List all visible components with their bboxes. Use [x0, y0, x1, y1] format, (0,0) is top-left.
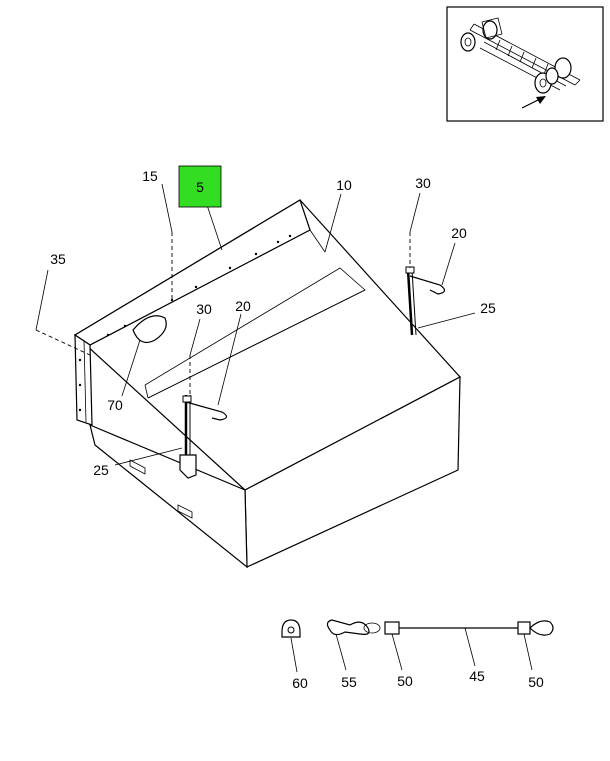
- callout-10: 10: [336, 177, 352, 193]
- callout-20-left: 20: [235, 298, 251, 314]
- cable-assembly: [281, 619, 554, 673]
- callout-70: 70: [107, 397, 123, 413]
- callout-30-left: 30: [196, 301, 212, 317]
- callout-20-right: 20: [451, 225, 467, 241]
- callout-35: 35: [50, 251, 66, 267]
- handle-opening: [132, 315, 167, 343]
- callout-45: 45: [469, 668, 485, 684]
- callout-5-label: 5: [196, 179, 204, 195]
- callout-60: 60: [292, 675, 308, 691]
- callout-50-right: 50: [528, 674, 544, 690]
- callout-15: 15: [142, 168, 158, 184]
- ferrule-icon: [384, 621, 400, 635]
- callout-55: 55: [341, 674, 357, 690]
- callout-30-right: 30: [415, 175, 431, 191]
- hold-down-rod-right: [405, 266, 446, 336]
- callout-25-left: 25: [93, 462, 109, 478]
- mounting-holes: [78, 234, 292, 412]
- leader-lines: [35, 183, 476, 466]
- hold-down-rod-left: [179, 395, 228, 479]
- callout-25-right: 25: [480, 300, 496, 316]
- truck-chassis-locator-icon: [460, 17, 581, 109]
- battery-box: [73, 199, 461, 569]
- locator-inset: [446, 6, 604, 122]
- callout-50-left: 50: [397, 673, 413, 689]
- callout-labels: 15 10 30 20 35 25 30 20 70 25 60 55 50 4…: [50, 168, 544, 691]
- clip-icon: [326, 619, 370, 636]
- highlight-callout-5[interactable]: 5: [178, 165, 222, 208]
